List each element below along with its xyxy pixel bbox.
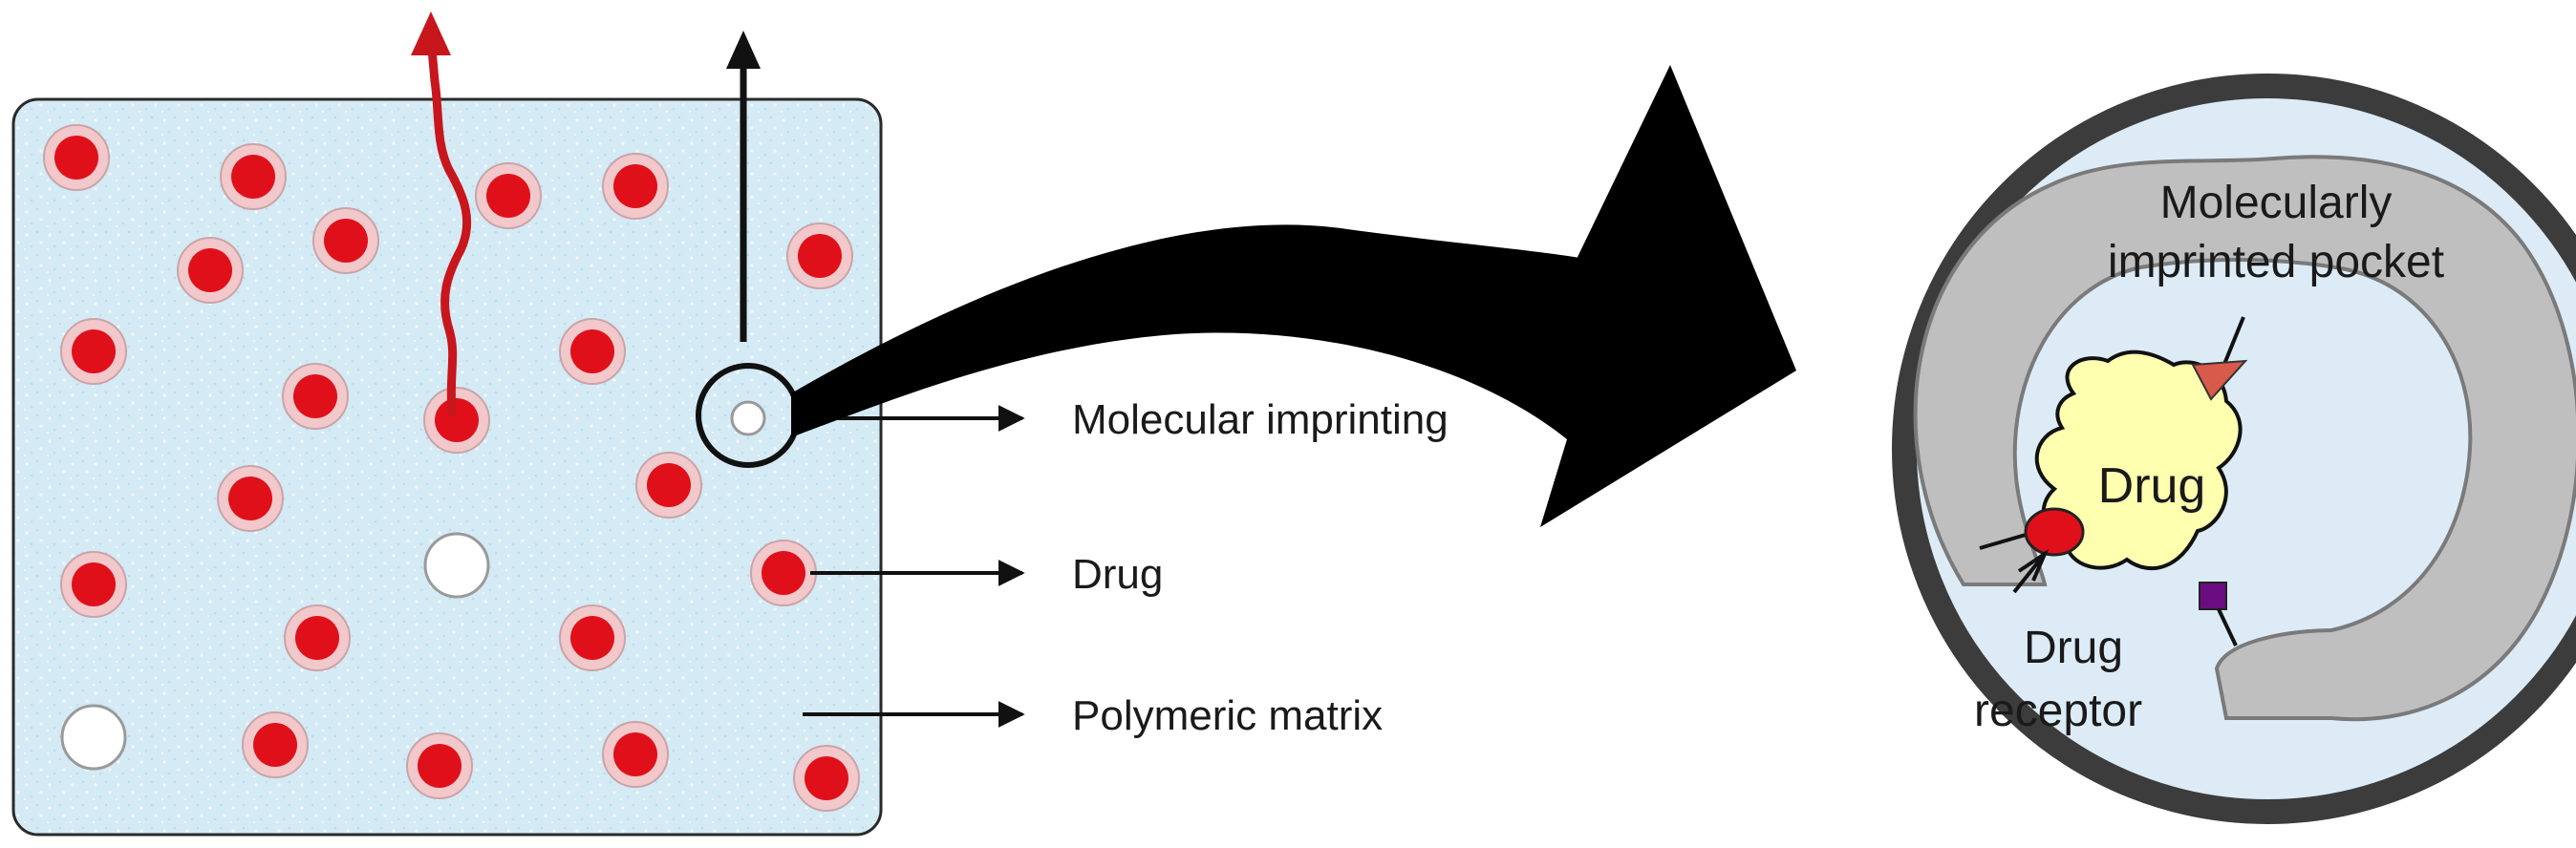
zoom-drug-label: Drug [2098,458,2206,514]
receptor-label-line1: Drug [2024,623,2123,673]
drug-particle [54,136,98,180]
drug-particle [295,616,339,660]
drug-particle [72,562,116,606]
polymeric-matrix-label: Polymeric matrix [1072,692,1383,739]
oval-receptor-bond [1979,533,2027,550]
drug-molecule [2034,350,2243,571]
drug-particle [798,234,842,278]
molecular-imprinting-label: Molecular imprinting [1072,396,1449,443]
drug-particle [188,248,232,292]
oval-receptor-icon [2024,507,2085,557]
magnification-arrow [791,65,1796,527]
drug-particle [435,398,479,442]
drug-particle [647,463,691,507]
pore-arrow-head [726,31,761,69]
imprinted-site [730,400,766,436]
square-receptor-icon [2199,582,2227,610]
drug-particles [43,124,860,812]
drug-particle [570,616,614,660]
drug-particle [486,174,530,218]
drug-particle [613,732,657,776]
pocket-label-line2: imprinted pocket [2108,237,2444,287]
drug-particle [570,329,614,373]
drug-particle [253,723,297,767]
drug-particle [228,477,272,520]
pocket-label-line1: Molecularly [2160,178,2393,228]
imprinted-pocket [1913,155,2576,722]
release-arrow-head [411,11,451,55]
drug-release-path [426,33,472,417]
receptor-label-line2: receptor [1974,686,2142,736]
drug-label: Drug [1072,551,1163,598]
square-receptor-bond [2217,608,2238,647]
drug-particle [418,744,462,788]
empty-imprinted-cavity [423,532,490,599]
drug-particle [762,551,805,595]
empty-imprinted-cavity [60,704,127,771]
drug-particle [293,374,337,418]
triangle-receptor-icon [2191,359,2248,401]
drug-particle [613,164,657,208]
drug-particle [231,155,275,199]
drug-particle [72,329,116,373]
receptor-arrow-shaft [2012,552,2047,594]
receptor-arrow-head [2017,548,2050,582]
drug-particle [324,219,368,263]
drug-particle [805,756,848,800]
